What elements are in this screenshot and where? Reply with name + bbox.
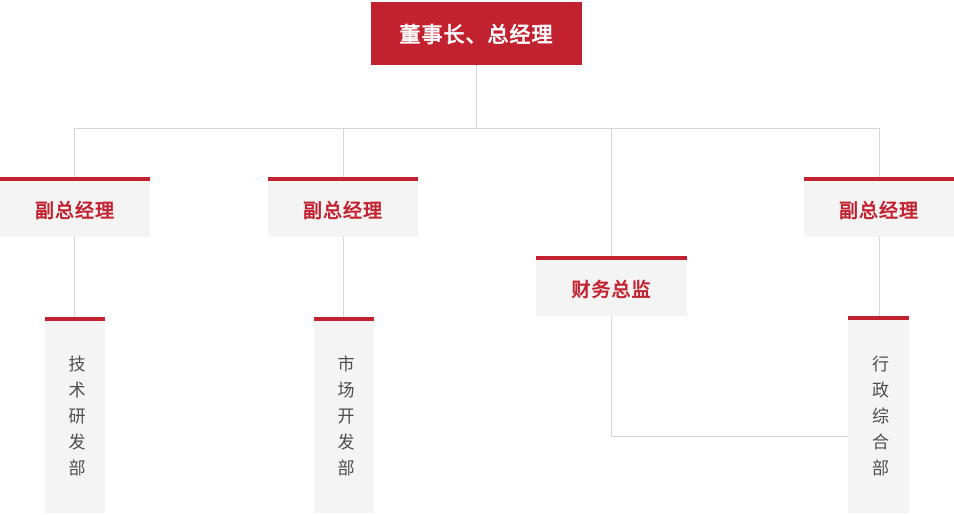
node-deputy-general-manager-mid: 副总经理 [268,177,418,237]
connector-finance-out-vertical [611,316,612,436]
node-deputy-mid-label: 副总经理 [302,200,383,222]
node-dept-tech-rd: 技术研发部 [45,317,105,513]
node-chairman-label: 董事长、总经理 [399,23,554,47]
connector-deputy-mid-out [343,237,344,317]
node-dept-admin-general-label: 行政综合部 [869,354,888,485]
connector-deputy-right-in [879,128,880,177]
connector-deputy-left-in [74,128,75,177]
node-deputy-right-label: 副总经理 [838,200,919,222]
node-finance-director-label: 财务总监 [571,279,652,301]
connector-deputy-mid-in [343,128,344,177]
connector-finance-out-horizontal [611,436,848,437]
node-dept-market-dev: 市场开发部 [314,317,374,513]
node-dept-tech-rd-label: 技术研发部 [65,355,85,485]
node-finance-director: 财务总监 [536,256,687,316]
node-chairman-general-manager: 董事长、总经理 [371,2,582,65]
connector-deputy-left-out [74,237,75,317]
node-dept-market-dev-label: 市场开发部 [334,355,354,485]
node-deputy-general-manager-left: 副总经理 [0,177,150,237]
connector-main-horizontal [74,128,880,129]
connector-root-drop [476,65,477,128]
node-deputy-left-label: 副总经理 [34,200,115,222]
connector-deputy-right-out [879,237,880,316]
node-dept-admin-general: 行政综合部 [848,316,909,513]
connector-finance-in [611,128,612,256]
node-deputy-general-manager-right: 副总经理 [804,177,954,237]
